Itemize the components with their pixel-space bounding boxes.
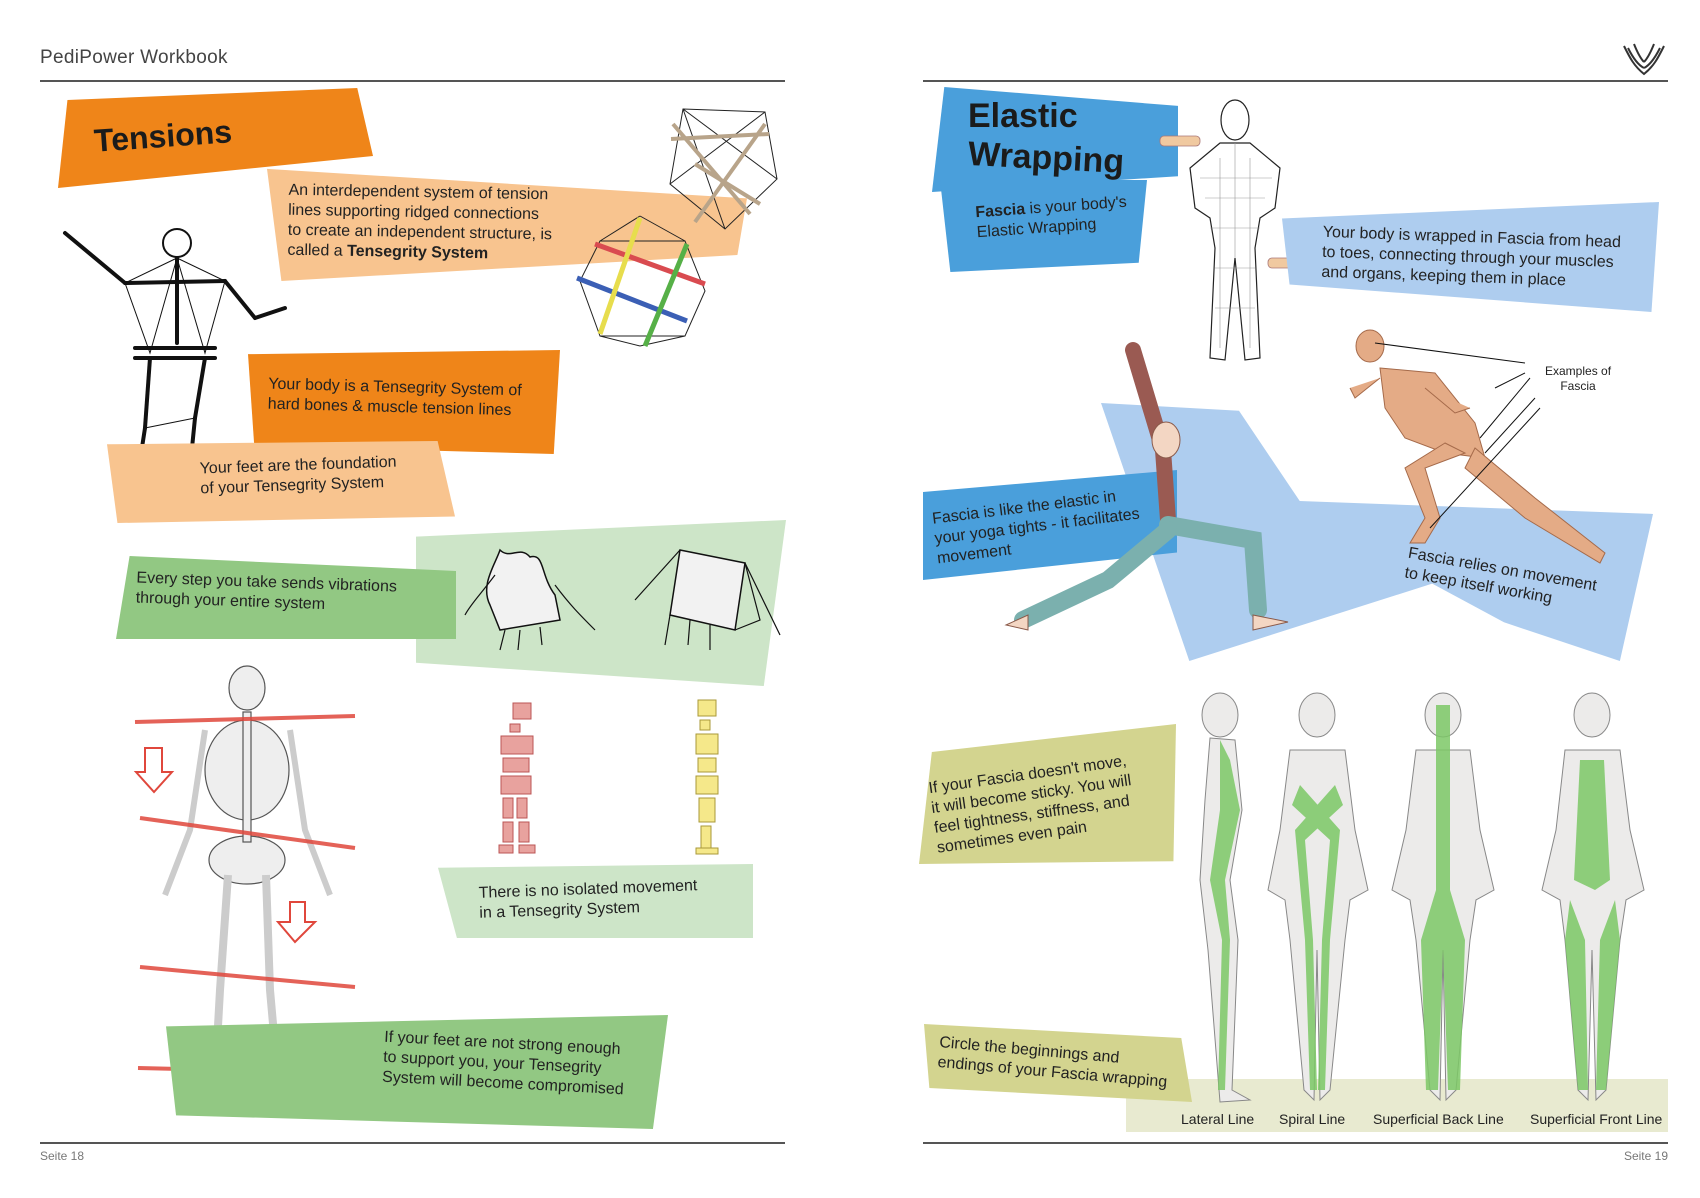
page-number-right: Seite 19: [1623, 1149, 1668, 1163]
tent-loose-illustration: [464, 548, 596, 651]
definition-text: An interdependent system of tension line…: [287, 181, 553, 263]
feet-foundation-panel: [107, 441, 455, 523]
mesh-body-illustration: [1159, 99, 1304, 361]
footer-divider-left: [40, 1142, 785, 1144]
fascia-subtitle-panel: [940, 180, 1147, 272]
hand-pulling-icon: [1159, 135, 1201, 147]
fascia-body-figures: [1199, 692, 1645, 1103]
footer-divider-right: [923, 1142, 1668, 1144]
wrapped-info-text: Your body is wrapped in Fascia from head…: [1321, 223, 1622, 290]
compromised-panel: [166, 1015, 668, 1129]
label-lateral-line: Lateral Line: [1181, 1111, 1255, 1127]
page-number-left: Seite 18: [40, 1149, 85, 1163]
vibrations-panel: [116, 556, 456, 639]
header-divider-left: [40, 80, 785, 82]
block-figure-yellow: [695, 699, 719, 855]
spiral-line-figure: [1267, 692, 1369, 1102]
label-spiral-line: Spiral Line: [1279, 1111, 1346, 1127]
superficial-front-line-figure: [1541, 692, 1645, 1102]
isolated-movement-panel: [438, 864, 753, 938]
header-divider-right: [923, 80, 1668, 82]
yoga-lunge-illustration: [1004, 342, 1289, 631]
tensegrity-tower-illustration: [669, 108, 778, 230]
body-tensegrity-panel: [248, 350, 560, 454]
runner-anatomy-illustration: [1349, 329, 1606, 564]
elastic-wrapping-title: Elastic Wrapping: [967, 97, 1126, 182]
tent-taut-illustration: [634, 549, 781, 650]
hands-logo-icon: [1623, 43, 1665, 76]
tensegrity-body-figure: [63, 228, 287, 506]
elastic-wrapping-title-banner: [932, 87, 1178, 192]
circle-fascia-panel: [924, 1024, 1192, 1102]
block-figure-red: [498, 702, 536, 854]
skeleton-illustration: [133, 665, 356, 1081]
tensegrity-icosahedron-illustration: [576, 215, 706, 347]
workbook-title: PediPower Workbook: [40, 47, 228, 68]
label-superficial-front-line: Superficial Front Line: [1530, 1111, 1663, 1127]
label-superficial-back-line: Superficial Back Line: [1373, 1111, 1504, 1127]
